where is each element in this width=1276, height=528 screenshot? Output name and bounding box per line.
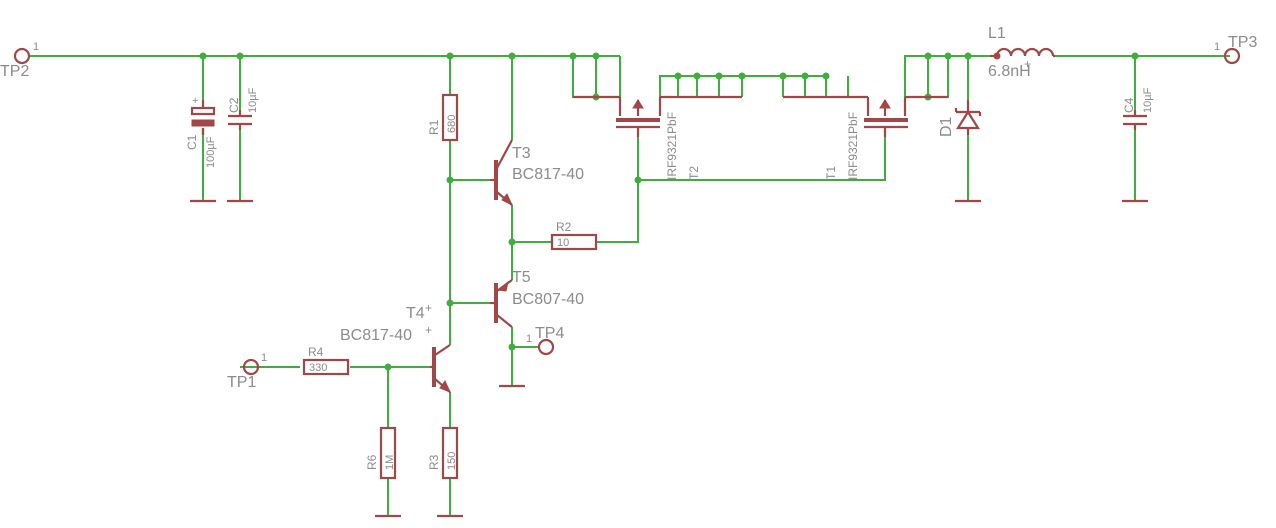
r2-resistor: R2 10 [550,220,598,251]
t5-transistor: T5 BC807-40 [490,269,584,328]
t2-ref: T2 [687,166,701,180]
svg-text:+: + [425,301,432,315]
r4-value: 330 [309,362,327,374]
t1-mosfet: T1 IRF9321PbF [824,97,908,180]
r6-value: 1M [384,455,396,470]
r1-resistor: R1 680 [427,93,459,142]
l1-value: 6.8nH [988,63,1031,80]
tp4-pin: 1 [526,333,532,345]
tp1-ref: TP1 [227,374,256,391]
ground-symbols [190,199,1148,518]
r2-ref: R2 [556,220,572,234]
t1-value: IRF9321PbF [846,112,860,180]
l1-ref: L1 [988,25,1006,42]
t4-ref: T4 [406,305,425,322]
tp3-ref: TP3 [1228,34,1257,51]
t4-value: BC817-40 [340,327,412,344]
r3-ref: R3 [427,454,441,470]
d1-ref: D1 [938,116,955,137]
tp2-ref: TP2 [0,63,29,80]
c1-capacitor: + C1 100µF [185,95,217,168]
c4-capacitor: C4 10µF [1122,87,1154,130]
c4-value: 10µF [1142,87,1154,113]
tp4-testpoint: TP4 1 [526,325,564,356]
r4-ref: R4 [308,345,324,359]
r6-resistor: R6 1M [365,426,397,480]
tp3-pin: 1 [1214,41,1220,53]
t1-ref: T1 [824,166,838,180]
t3-transistor: T3 BC817-40 [490,139,584,207]
tp4-ref: TP4 [535,325,564,342]
r3-resistor: R3 150 [427,426,459,480]
r6-ref: R6 [365,454,379,470]
c1-value: 100µF [205,136,217,168]
c2-value: 10µF [247,87,259,113]
t2-mosfet: IRF9321PbF T2 [616,97,701,180]
t3-value: BC817-40 [512,166,584,183]
c1-ref: C1 [185,134,199,150]
t5-ref: T5 [512,269,531,286]
svg-text:+: + [425,323,432,337]
t3-ref: T3 [512,145,531,162]
svg-text:+: + [1024,57,1031,71]
r1-ref: R1 [427,119,441,135]
tp3-testpoint: TP3 1 [1214,34,1257,65]
tp1-pin: 1 [261,352,267,364]
t4-transistor: T4 BC817-40 + + [340,301,451,393]
svg-text:+: + [192,95,198,107]
c2-ref: C2 [227,97,241,113]
tp2-pin: 1 [33,41,39,53]
r1-value: 680 [446,115,458,133]
r4-resistor: R4 330 [302,345,350,376]
c2-capacitor: C2 10µF [227,87,259,130]
l1-inductor: L1 6.8nH + [988,25,1055,80]
c4-ref: C4 [1122,97,1136,113]
tp2-testpoint: TP2 1 [0,41,39,80]
d1-diode: D1 [938,100,982,137]
tp1-testpoint: TP1 1 [227,352,267,391]
r3-value: 150 [446,452,458,470]
junctions [199,52,1139,371]
t2-value: IRF9321PbF [665,112,679,180]
r2-value: 10 [557,237,569,249]
t5-value: BC807-40 [512,291,584,308]
